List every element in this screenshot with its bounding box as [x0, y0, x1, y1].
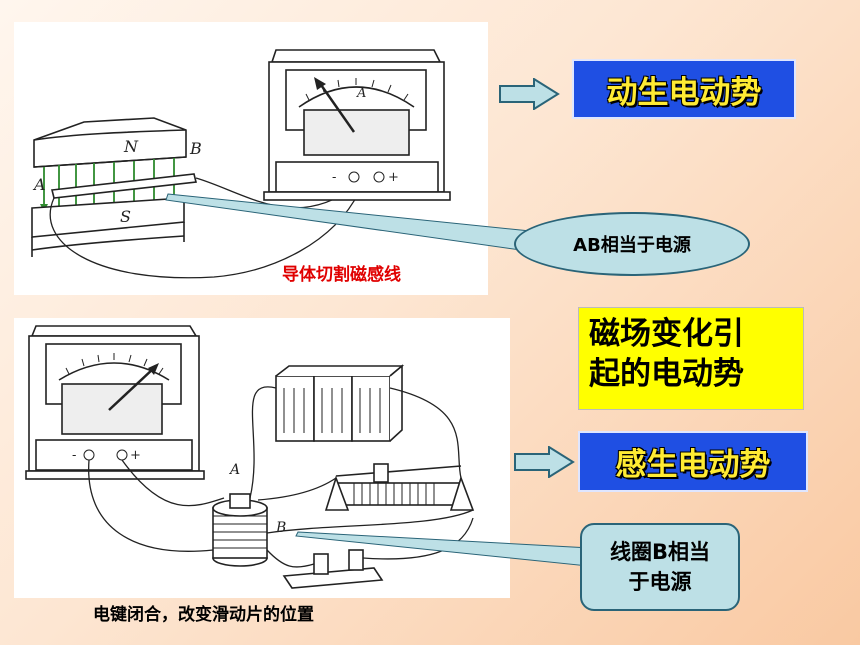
- coil-b-label: B: [275, 520, 286, 536]
- bottom-caption: 电键闭合，改变滑动片的位置: [93, 605, 314, 625]
- terminal-minus: [83, 449, 95, 461]
- rheostat-windings: [353, 483, 435, 505]
- terminal-minus: [348, 171, 360, 183]
- motional-emf-box: 动生电动势: [572, 59, 796, 119]
- top-caption: 导体切割磁感线: [282, 265, 401, 285]
- magnet-north-block: [33, 117, 187, 168]
- terminal-minus-label: -: [332, 170, 336, 185]
- galvanometer: [263, 49, 451, 201]
- terminal-plus-label: +: [388, 170, 399, 185]
- coil-a-label: A: [228, 462, 240, 478]
- scale-letter: A: [356, 86, 366, 101]
- terminal-plus: [116, 449, 128, 461]
- terminal-plus: [373, 171, 385, 183]
- magnet-south-block: [31, 197, 185, 257]
- galvanometer-needle: [317, 81, 356, 133]
- needle-arrowhead: [148, 363, 159, 375]
- induced-emf-box: 感生电动势: [578, 431, 808, 492]
- end-a-label: A: [32, 175, 46, 194]
- battery: [275, 364, 405, 442]
- coil-b-source-callout: 线圈B相当 于电源: [580, 523, 740, 611]
- changing-field-emf-line-1: 磁场变化引: [589, 316, 744, 352]
- changing-field-emf-box: 磁场变化引 起的电动势: [578, 307, 804, 410]
- terminal-minus-label: -: [72, 448, 76, 463]
- motional-emf-apparatus: N S A B A - +: [31, 49, 451, 279]
- galvanometer: [25, 325, 205, 480]
- battery-grooves: [283, 388, 381, 433]
- needle-arrowhead: [314, 77, 326, 90]
- end-b-label: B: [189, 139, 202, 158]
- galvanometer-scale-ticks: [65, 353, 164, 375]
- connecting-wires: [88, 386, 474, 568]
- switch: [282, 549, 384, 589]
- coil: [212, 493, 268, 567]
- rheostat: [324, 463, 475, 511]
- right-arrow-icon: [499, 78, 560, 110]
- coil-b-source-line-1: 线圈B相当: [609, 540, 710, 564]
- coil-windings: [213, 515, 267, 549]
- right-arrow-icon: [514, 446, 575, 478]
- coil-b-source-line-2: 于电源: [628, 570, 692, 594]
- induced-emf-apparatus: - +: [25, 325, 475, 589]
- top-diagram-panel: N S A B A - + 导体切割磁感: [14, 22, 488, 295]
- ab-source-callout: AB相当于电源: [514, 212, 750, 276]
- south-pole-label: S: [120, 207, 131, 226]
- changing-field-emf-line-2: 起的电动势: [589, 356, 744, 392]
- terminal-plus-label: +: [130, 448, 141, 463]
- conductor-rod-ab: [51, 173, 197, 199]
- galvanometer-needle: [108, 367, 155, 411]
- north-pole-label: N: [123, 137, 139, 156]
- bottom-diagram-panel: - +: [14, 318, 510, 598]
